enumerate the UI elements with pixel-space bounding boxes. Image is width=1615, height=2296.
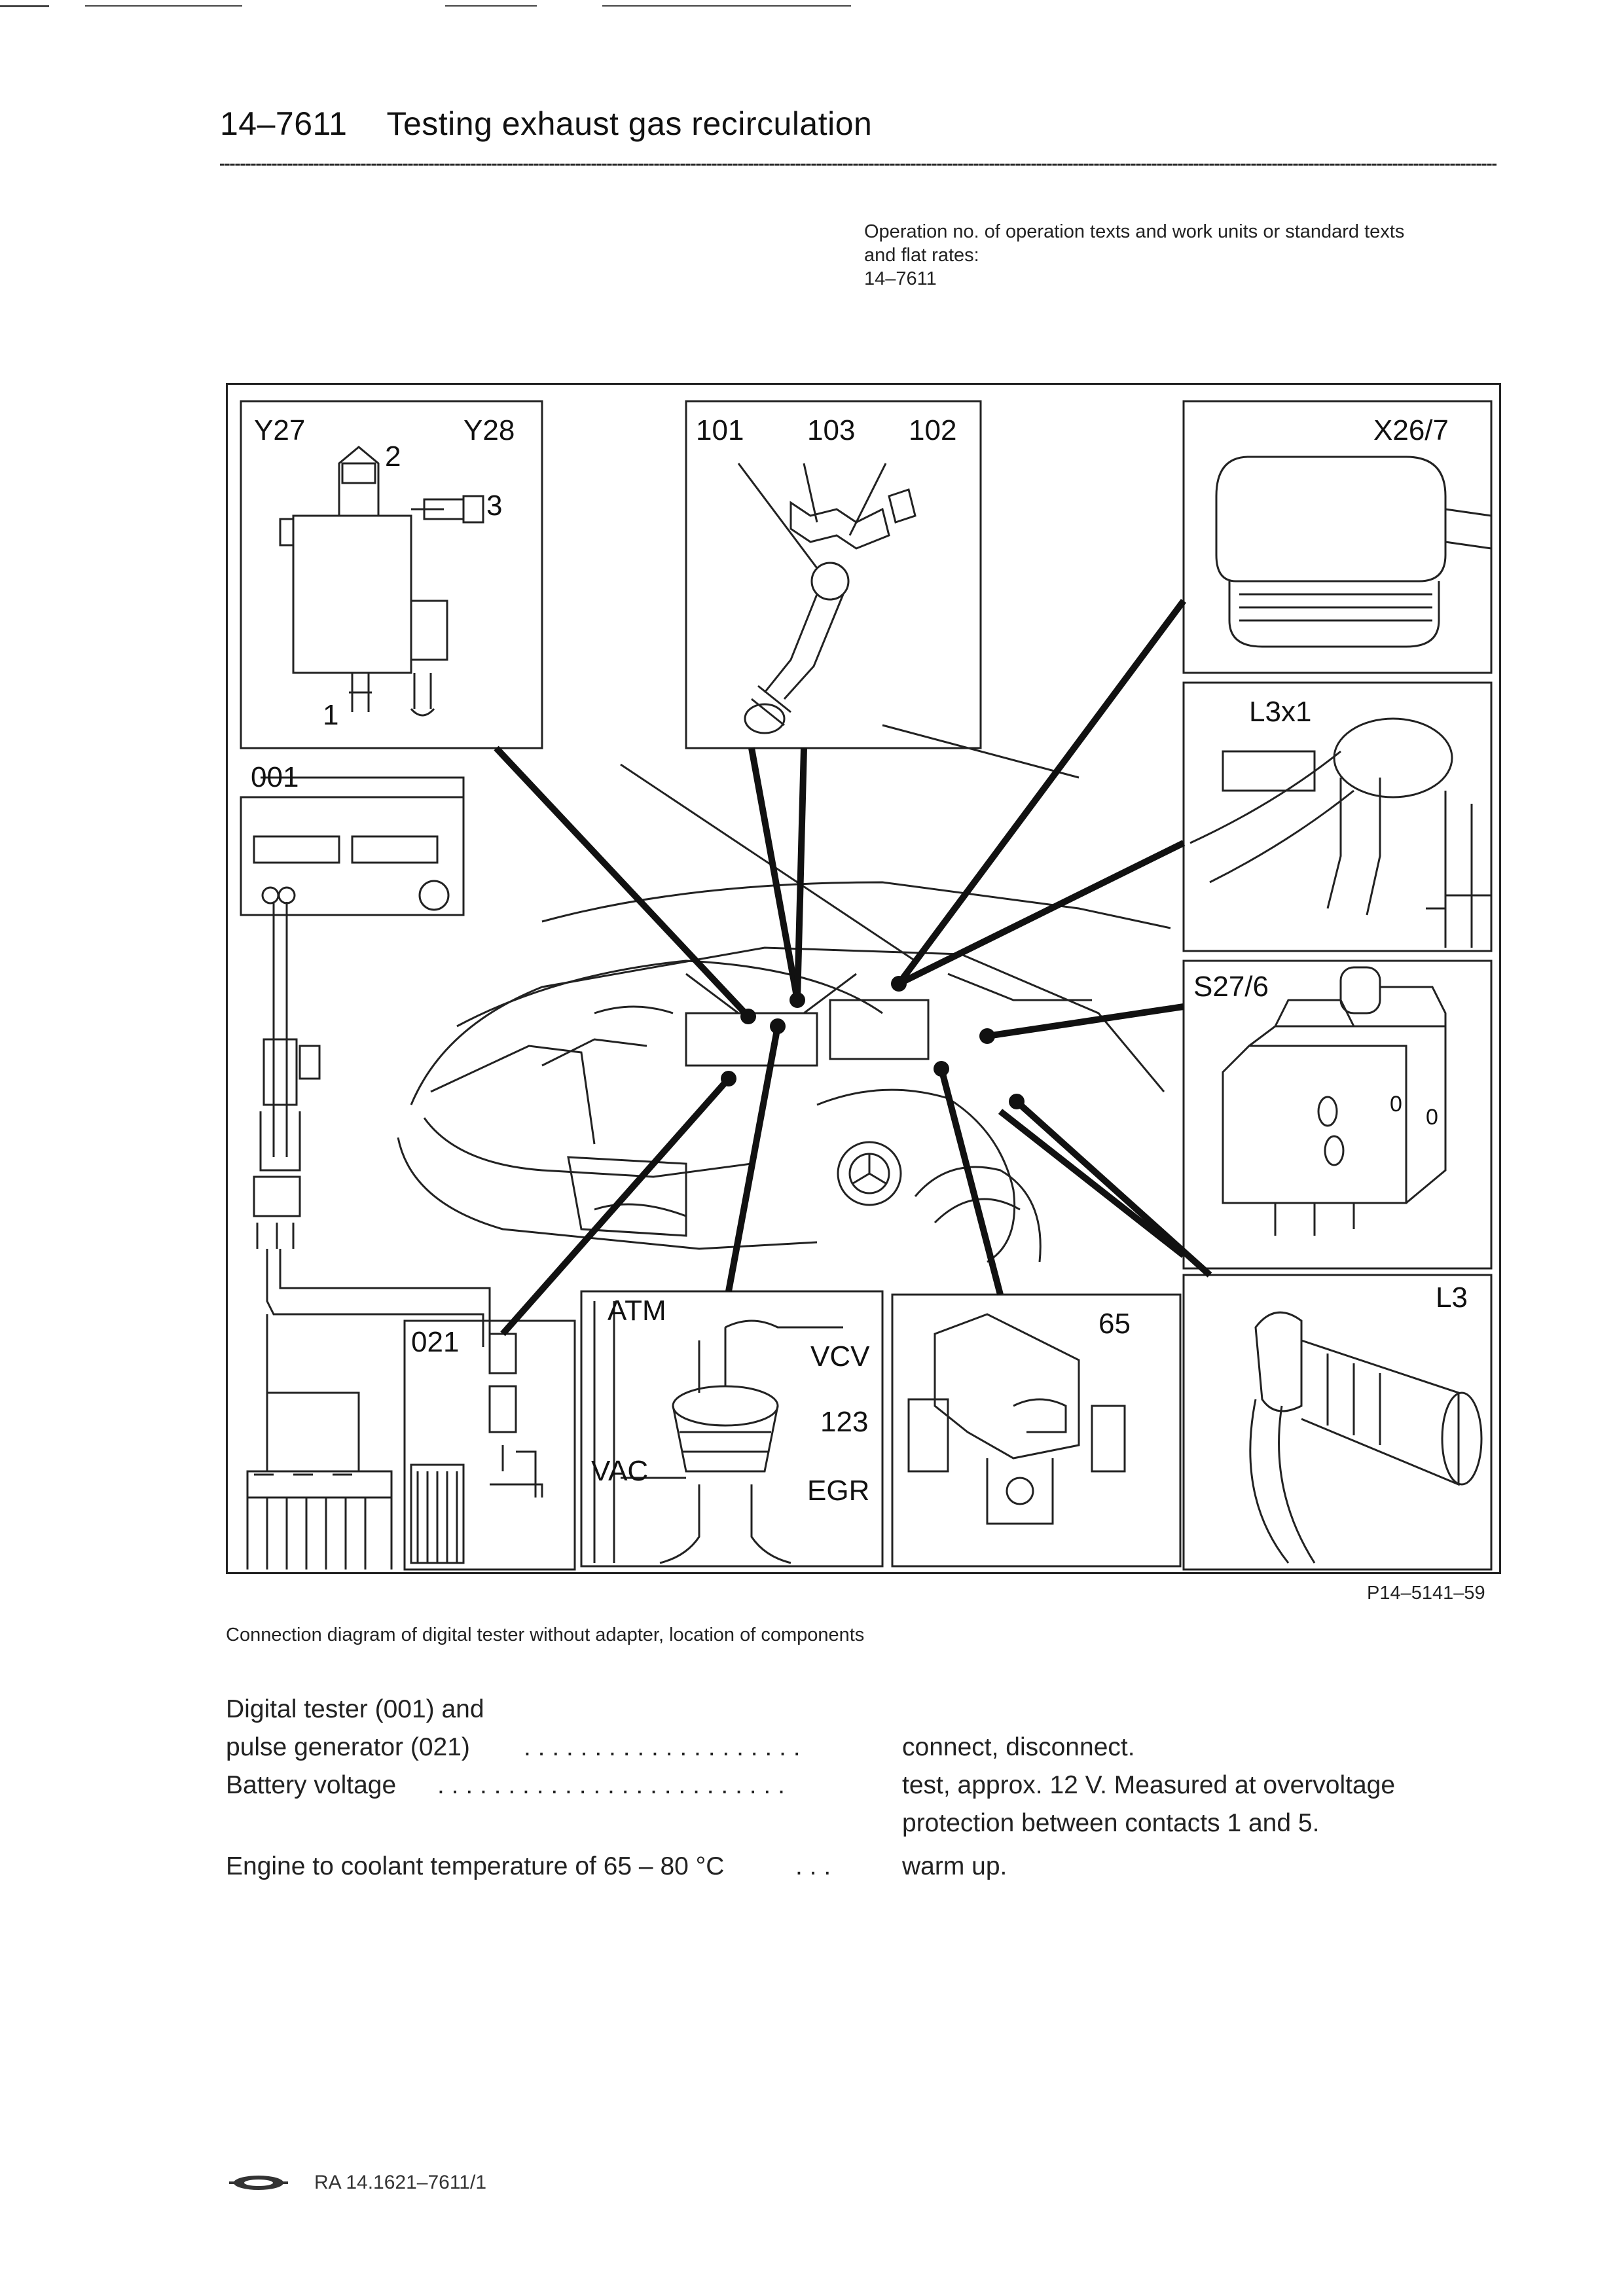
panel-l3x1 [1182,681,1493,952]
label-y27: Y27 [254,414,306,446]
label-port-3: 3 [486,490,503,522]
page-title: Testing exhaust gas recirculation [386,105,873,142]
top-edge-rule [0,5,49,7]
diagram-drawing [240,400,1493,1571]
label-l3x1: L3x1 [1249,696,1312,728]
operation-info-line: Operation no. of operation texts and wor… [864,221,1405,242]
spec-row-2-dots: . . . . . . . . . . . . . . . . . . . . … [437,1771,785,1799]
document-reference: RA 14.1621–7611/1 [314,2172,487,2193]
top-edge-rule [445,5,537,7]
header-divider [220,164,1497,166]
label-x26-7: X26/7 [1373,414,1449,446]
top-edge-rule [602,5,851,7]
spec-row-1-left-a: Digital tester (001) and [226,1695,484,1723]
label-021: 021 [411,1326,460,1358]
label-s27-6: S27/6 [1193,971,1269,1003]
label-port-2: 2 [385,440,401,473]
panel-101-103-102 [685,400,982,749]
label-102: 102 [909,414,957,446]
label-s27-contact-1: 0 [1390,1092,1402,1117]
label-123: 123 [820,1406,869,1438]
spec-row-3-dots: . . . [795,1852,831,1880]
spec-row-2-left: Battery voltage [226,1771,397,1799]
label-egr: EGR [807,1475,870,1507]
panel-y27-y28 [240,400,543,749]
panel-x26-7 [1182,400,1493,674]
label-65: 65 [1098,1308,1131,1340]
figure-code: P14–5141–59 [1367,1583,1485,1604]
operation-info-line: 14–7611 [864,268,937,289]
spec-row-3-right: warm up. [902,1852,1007,1880]
label-port-1: 1 [323,699,339,731]
spec-row-1-dots: . . . . . . . . . . . . . . . . . . . . [524,1733,801,1761]
publisher-logo-icon [229,2176,288,2190]
label-vcv: VCV [810,1340,870,1372]
label-101: 101 [696,414,744,446]
label-vac: VAC [591,1455,649,1487]
figure-caption: Connection diagram of digital tester wit… [226,1624,865,1645]
spec-row-2-right-a: test, approx. 12 V. Measured at overvolt… [902,1771,1396,1799]
spec-row-1-right: connect, disconnect. [902,1733,1135,1761]
spec-row-3-left: Engine to coolant temperature of 65 – 80… [226,1852,725,1880]
spec-row-2-right-b: protection between contacts 1 and 5. [902,1809,1320,1837]
operation-info-line: and flat rates: [864,245,979,266]
operation-info: Operation no. of operation texts and wor… [864,220,1506,291]
page-header: 14–7611 Testing exhaust gas recirculation [220,105,872,143]
label-l3: L3 [1436,1282,1468,1314]
page-footer: RA 14.1621–7611/1 [229,2172,486,2194]
label-s27-contact-2: 0 [1426,1105,1438,1130]
panel-s27-6 [1182,960,1493,1270]
label-y28: Y28 [463,414,515,446]
top-edge-rule [85,5,242,7]
label-atm: ATM [608,1295,666,1327]
connection-diagram: Y27 Y28 2 3 1 101 103 102 X26/7 L3x1 S27… [226,383,1501,1574]
spec-row-1-left-b: pulse generator (021) [226,1733,470,1761]
label-001: 001 [251,761,299,793]
panel-65 [891,1293,1182,1568]
operation-number: 14–7611 [220,105,348,142]
panel-l3 [1182,1274,1493,1571]
label-103: 103 [807,414,856,446]
